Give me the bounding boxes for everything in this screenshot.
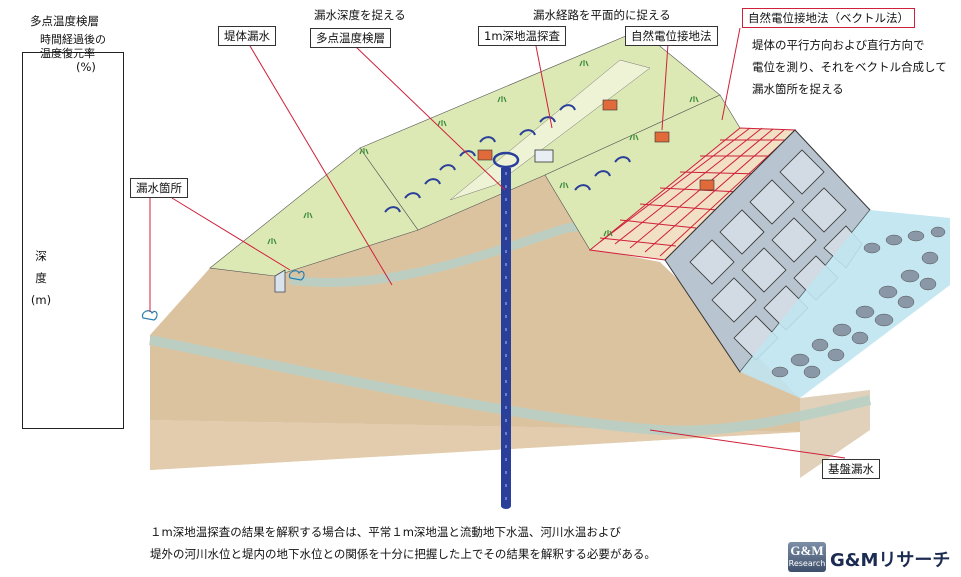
label-top-depth: 漏水深度を捉える <box>314 8 406 22</box>
borehole-probe <box>492 151 520 509</box>
legend-axis-char-3: (m) <box>30 293 52 307</box>
equipment <box>477 99 715 191</box>
legend-axis-char-1: 深 <box>35 249 47 263</box>
footer-line-1: １m深地温探査の結果を解釈する場合は、平常１m深地温と流動地下水温、河川水温およ… <box>150 525 621 539</box>
legend-unit: (%) <box>76 60 96 74</box>
label-levee-leak: 堤体漏水 <box>218 26 276 46</box>
label-sp-method: 自然電位接地法 <box>625 26 718 46</box>
label-shallow-survey: 1m深地温探査 <box>478 26 567 46</box>
note-line-2: 電位を測り、それをベクトル合成して <box>752 60 947 74</box>
footer-note: １m深地温探査の結果を解釈する場合は、平常１m深地温と流動地下水温、河川水温およ… <box>150 521 656 565</box>
shallow-probe-rows <box>384 104 631 213</box>
label-leak-point: 漏水箇所 <box>130 178 188 198</box>
legend-subtitle-2: 温度復元率 <box>40 47 95 60</box>
note-line-3: 漏水箇所を捉える <box>752 82 844 96</box>
legend-subtitle-1: 時間経過後の <box>40 33 106 46</box>
label-multipoint: 多点温度検層 <box>310 28 391 48</box>
drain-channel <box>274 269 286 293</box>
note-line-1: 堤体の平行方向および直行方向で <box>752 38 925 52</box>
leak-markers <box>141 270 305 321</box>
legend-box <box>22 52 124 429</box>
label-sp-vector: 自然電位接地法（ベクトル法） <box>742 8 915 28</box>
footer-line-2: 堤外の河川水位と堤内の地下水位との関係を十分に把握した上でその結果を解釈する必要… <box>150 547 656 561</box>
sp-vector-note: 堤体の平行方向および直行方向で 電位を測り、それをベクトル合成して 漏水箇所を捉… <box>752 34 947 100</box>
leader-lines <box>149 27 846 459</box>
river-stones <box>771 226 946 379</box>
label-top-path: 漏水経路を平面的に捉える <box>533 8 671 22</box>
label-foundation-leak: 基盤漏水 <box>822 459 880 479</box>
logo-badge-sub: Research <box>788 559 826 568</box>
river-water <box>740 210 950 398</box>
logo-badge-text: G&M <box>790 543 824 558</box>
logo-text: G&Mリサーチ <box>830 550 951 571</box>
grass-tufts <box>267 60 699 245</box>
legend-axis-char-2: 度 <box>35 271 47 285</box>
logo-badge: G&M Research <box>788 542 826 572</box>
legend-title: 多点温度検層 <box>30 14 99 28</box>
foundation-seepage <box>149 335 872 436</box>
revetment-blocks <box>664 129 871 373</box>
